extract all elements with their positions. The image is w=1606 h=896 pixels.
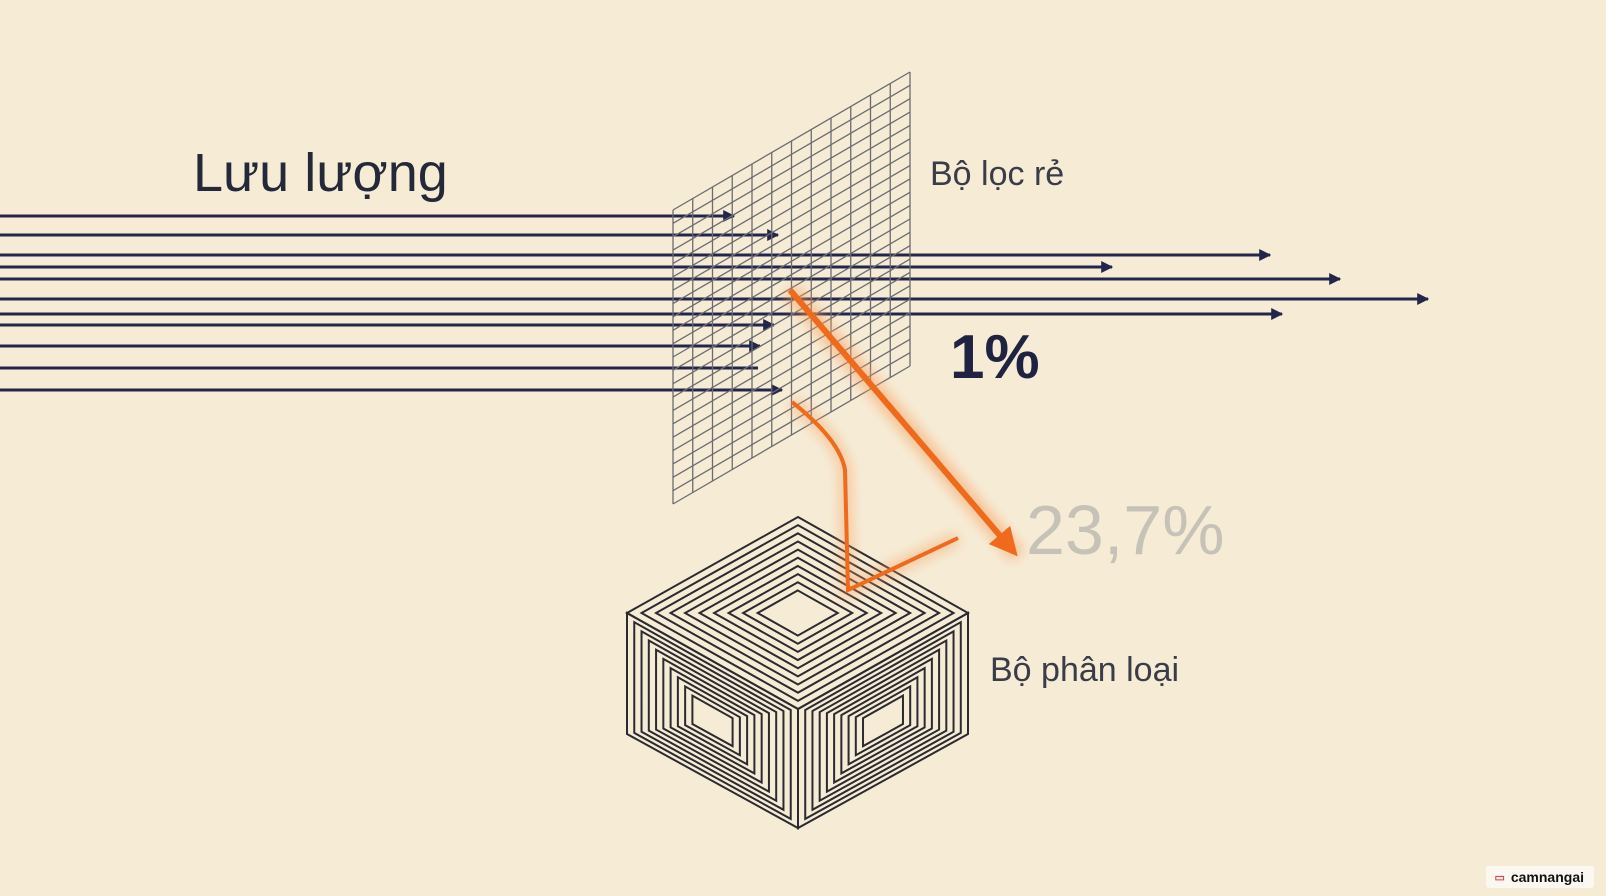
classifier-path-glow [787,396,961,601]
mesh-line [672,98,911,238]
cube-face-ring [676,675,749,767]
traffic-arrows [0,210,1430,396]
mesh-line [672,258,911,398]
cube-face-ring [653,532,942,694]
mesh-line [672,178,911,318]
mesh-line [672,71,911,211]
classifier-cube-icon [624,515,971,830]
mesh-line [672,124,911,265]
book-icon: ▭ [1494,871,1505,884]
highlight-flow [783,284,1025,601]
cube-face-ring [825,648,941,794]
cube-face-ring [668,540,927,686]
filter-mesh-icon [672,71,911,505]
second-percent: 23,7% [1026,491,1225,569]
mesh-line [672,271,911,412]
cube-face-ring [797,611,969,830]
mesh-line [672,285,911,425]
mesh-line [672,298,911,438]
cube-face-ring [840,666,926,776]
classifier-path [790,400,959,594]
mesh-line [672,84,911,224]
cube-face-ring [639,524,956,702]
mesh-line [672,111,911,251]
cube-face-ring [640,629,785,812]
cube-face-ring [804,620,962,821]
filter-label: Bộ lọc rẻ [930,155,1065,193]
cube-face-ring [818,638,948,803]
watermark-text: camnangai [1510,869,1584,885]
cube-face-ring [633,620,792,821]
cube-face-ring [726,572,869,654]
mesh-line [672,218,911,358]
cube-face-ring [712,564,884,662]
mesh-line [672,151,911,291]
cube-face-ring [691,693,734,748]
cube-face-ring [683,548,913,678]
cube-face-ring [755,589,840,637]
filtered-percent: 1% [950,323,1040,392]
mesh-line [672,205,911,345]
highlight-arrow [787,288,1018,557]
cube-face-ring [811,629,955,812]
cube-face-ring [741,581,855,645]
mesh-line [672,311,911,452]
cube-face-ring [662,657,763,785]
cube-face-ring [647,638,778,803]
cube-face-ring [669,666,756,776]
cube-face-ring [655,648,770,794]
mesh-line [672,191,911,331]
cube-face-ring [833,657,933,785]
watermark: ▭ camnangai [1486,866,1594,888]
cube-face-ring [847,675,919,767]
mesh-line [672,325,911,465]
cube-face-ring [697,556,898,670]
classifier-label: Bộ phân loại [990,651,1180,689]
cube-face-ring [684,684,741,757]
cube-face-ring [862,693,904,748]
mesh-line [672,164,911,305]
diagram-title: Lưu lượng [193,143,448,203]
mesh-line [672,245,911,385]
cube-face-ring [854,684,912,757]
mesh-line [672,138,911,278]
